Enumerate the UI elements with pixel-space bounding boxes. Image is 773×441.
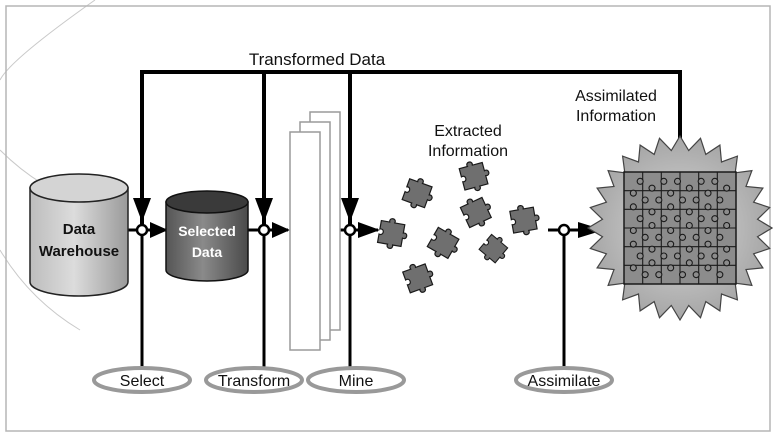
flow-label: Transformed Data	[249, 50, 386, 69]
transformed-pages	[289, 111, 341, 351]
step-label-mine: Mine	[339, 373, 374, 390]
data-warehouse-cylinder: Data Warehouse	[29, 173, 129, 297]
puzzle-piece-icon	[424, 223, 465, 265]
selected-label-line1: Selected	[178, 223, 236, 239]
assimilated-label-line1: Assimilated	[575, 88, 657, 105]
extracted-label-line1: Extracted	[434, 123, 502, 140]
puzzle-piece-icon	[376, 216, 410, 252]
step-select: Select	[92, 366, 192, 394]
step-transform: Transform	[204, 366, 304, 394]
selected-data-cylinder: Selected Data	[165, 190, 249, 282]
arrow-select	[133, 198, 151, 222]
assembled-puzzle-grid	[624, 172, 736, 284]
puzzle-pieces	[376, 157, 543, 298]
step-mine: Mine	[306, 366, 406, 394]
warehouse-label-line1: Data	[63, 221, 96, 238]
puzzle-piece-icon	[508, 202, 543, 238]
arrow-mine	[341, 198, 359, 222]
junction-rings	[135, 223, 571, 237]
diagram-frame	[5, 5, 771, 432]
warehouse-label-line2: Warehouse	[39, 243, 119, 260]
step-label-assimilate: Assimilate	[528, 373, 601, 390]
step-assimilate: Assimilate	[514, 366, 614, 394]
selected-label-line2: Data	[192, 244, 223, 260]
puzzle-piece-icon	[400, 174, 438, 214]
assimilated-label-line2: Information	[576, 108, 656, 125]
step-label-select: Select	[120, 373, 165, 390]
step-lines	[140, 228, 566, 368]
extracted-label-line2: Information	[428, 143, 508, 160]
arrow-transform	[255, 198, 273, 222]
down-arrows	[133, 198, 359, 222]
puzzle-piece-icon	[458, 191, 497, 232]
puzzle-piece-icon	[457, 157, 494, 195]
puzzle-piece-icon	[476, 231, 513, 269]
puzzle-piece-icon	[400, 258, 439, 298]
assimilated-starburst	[586, 134, 773, 322]
step-label-transform: Transform	[218, 373, 290, 390]
